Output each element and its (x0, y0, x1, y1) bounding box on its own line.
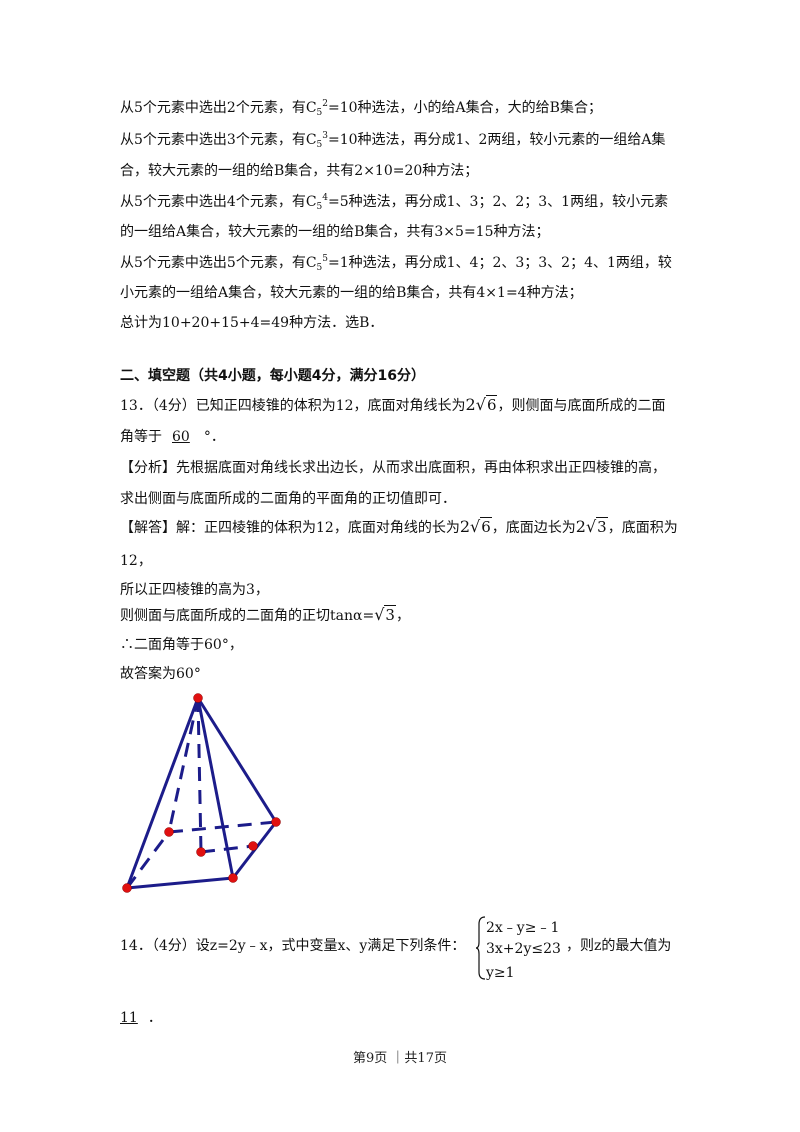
text-segment: ，则侧面与底面所成的二面 (497, 398, 666, 414)
text-segment: 从5个元素中选出3个元素，有C (120, 132, 317, 148)
vertex-point (271, 817, 281, 827)
question-14-answer-line: 11 ． (120, 1008, 162, 1028)
vertex-point (164, 827, 174, 837)
text-segment: ，底面边长为 (491, 520, 576, 536)
page-footer: 第9页 ｜共17页 (353, 1051, 447, 1066)
pyramid-figure (122, 693, 281, 893)
text-segment: 13．（4分）已知正四棱锥的体积为12，底面对角线长为 (120, 398, 466, 414)
text-line: 总计为10+20+15+4=49种方法．选B． (120, 315, 384, 331)
radicand: 6 (485, 395, 498, 414)
superscript: 3 (322, 131, 328, 141)
radical-coefficient: 2 (465, 395, 476, 414)
text-segment: =1种选法，再分成1、4；2、3；3、2；4、1两组，较 (328, 255, 672, 271)
text-line: 从5个元素中选出5个元素，有C55=1种选法，再分成1、4；2、3；3、2；4、… (120, 253, 672, 275)
analysis-line: 【分析】先根据底面对角线长求出边长，从而求出底面积，再由体积求出正四棱锥的高， (120, 460, 666, 476)
center-point (196, 847, 206, 857)
text-segment: °． (203, 429, 225, 445)
question-14-stem-cont: ，则z的最大值为 (566, 938, 672, 954)
text-segment: ， (395, 608, 410, 624)
pyramid-edge (196, 696, 278, 824)
radicand: 3 (384, 605, 396, 624)
superscript: 4 (322, 193, 328, 203)
text-segment: 则侧面与底面所成的二面角的正切tanα= (120, 608, 375, 624)
text-line: 合，较大元素的一组的给B集合，共有2×10=20种方法； (120, 163, 479, 179)
vertex-point (228, 873, 238, 883)
radical: 2√6 (465, 395, 498, 414)
question-13-stem: 13．（4分）已知正四棱锥的体积为12，底面对角线长为2√6，则侧面与底面所成的… (120, 395, 665, 416)
solution-line: 12， (120, 553, 152, 569)
hidden-edge (196, 697, 203, 853)
hidden-edge (200, 844, 254, 854)
text-segment: 【解答】解：正四棱锥的体积为12，底面对角线的长为 (120, 520, 460, 536)
radical: 2√3 (575, 517, 608, 536)
apex-point (193, 693, 203, 703)
pyramid-edge (125, 696, 200, 890)
midpoint-point (248, 841, 258, 851)
text-line: 从5个元素中选出3个元素，有C53=10种选法，再分成1、2两组，较小元素的一组… (120, 130, 665, 152)
hidden-edge (168, 820, 277, 834)
radicand: 6 (480, 517, 492, 536)
solution-line: 所以正四棱锥的高为3， (120, 582, 269, 598)
hidden-edge (125, 831, 171, 889)
text-segment: ． (147, 1010, 162, 1026)
text-line: 的一组给A集合，较大元素的一组的给B集合，共有3×5=15种方法； (120, 224, 550, 240)
text-segment: 从5个元素中选出5个元素，有C (120, 255, 317, 271)
text-segment: 角等于 (120, 429, 162, 445)
question-13-stem-cont: 角等于 60 °． (120, 427, 225, 447)
text-line: 从5个元素中选出4个元素，有C54=5种选法，再分成1、3；2、2；3、1两组，… (120, 192, 668, 214)
question-14-stem: 14．（4分）设z=2y﹣x，式中变量x、y满足下列条件： (120, 938, 466, 954)
radical-coefficient: 2 (459, 517, 471, 536)
superscript: 2 (322, 99, 328, 109)
text-line: 从5个元素中选出2个元素，有C52=10种选法，小的给A集合，大的给B集合； (120, 98, 602, 120)
brace-icon (476, 916, 486, 980)
text-segment: =10种选法，再分成1、2两组，较小元素的一组给A集 (328, 132, 666, 148)
superscript: 5 (322, 254, 328, 264)
text-segment: 从5个元素中选出2个元素，有C (120, 100, 317, 116)
text-segment: =5种选法，再分成1、3；2、2；3、1两组，较小元素 (328, 194, 669, 210)
radical-coefficient: 2 (575, 517, 586, 536)
solution-line: 则侧面与底面所成的二面角的正切tanα=√3， (120, 605, 410, 626)
subscript: 5 (316, 202, 323, 212)
answer-blank: 60 (172, 429, 190, 445)
solution-line: 【解答】解：正四棱锥的体积为12，底面对角线的长为2√6，底面边长为2√3，底面… (120, 517, 678, 538)
text-line: 小元素的一组给A集合，较大元素的一组的给B集合，共有4×1=4种方法； (120, 285, 583, 301)
text-segment: 从5个元素中选出4个元素，有C (120, 194, 317, 210)
constraint-1: 2x﹣y≥﹣1 (486, 920, 560, 936)
text-segment: =10种选法，小的给A集合，大的给B集合； (328, 100, 602, 116)
analysis-line: 求出侧面与底面所成的二面角的平面角的正切值即可． (120, 491, 456, 507)
section-title: 二、填空题（共4小题，每小题4分，满分16分） (120, 368, 425, 384)
subscript: 5 (316, 108, 323, 118)
vertex-point (122, 883, 132, 893)
radical: 2√6 (459, 517, 492, 536)
subscript: 5 (316, 140, 323, 150)
radicand: 3 (596, 517, 608, 536)
constraint-3: y≥1 (486, 965, 515, 981)
solution-line: ∴二面角等于60°， (120, 637, 243, 653)
solution-line: 故答案为60° (120, 666, 201, 682)
constraint-2: 3x+2y≤23 (486, 941, 561, 957)
text-segment: ，底面积为 (607, 520, 678, 536)
subscript: 5 (316, 263, 323, 273)
base-edge (125, 876, 235, 890)
answer-blank: 11 (120, 1010, 138, 1026)
radical: √3 (374, 605, 396, 624)
